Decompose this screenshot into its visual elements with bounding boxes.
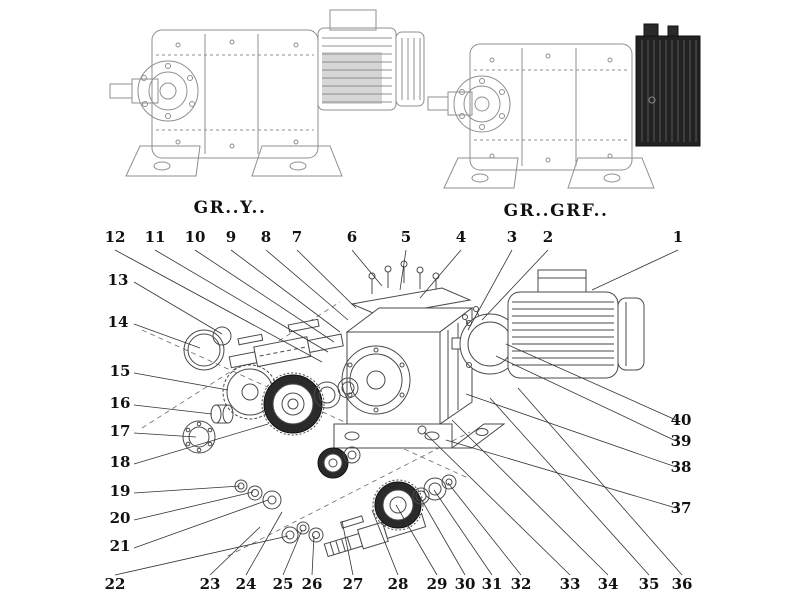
callout-36: 36: [671, 575, 693, 593]
motor-assembly: [451, 269, 645, 379]
callout-21: 21: [109, 537, 131, 555]
callout-2: 2: [542, 228, 554, 246]
gear-small-dark: [317, 446, 361, 479]
callout-1: 1: [672, 228, 684, 246]
callout-5: 5: [400, 228, 412, 246]
callout-18: 18: [109, 453, 131, 471]
callout-13: 13: [107, 271, 129, 289]
shaft-end-cap: [212, 326, 232, 346]
callout-14: 14: [107, 313, 129, 331]
callout-40: 40: [670, 411, 692, 429]
bearing-front: [182, 420, 216, 454]
callout-27: 27: [342, 575, 364, 593]
callout-25: 25: [272, 575, 294, 593]
spacer-sleeve: [210, 404, 234, 424]
gear-large-dark: [261, 372, 325, 436]
callout-22: 22: [104, 575, 126, 593]
cover-bolts: [368, 260, 440, 295]
title-gr-y: GR..Y..: [193, 198, 267, 218]
input-shaft: [228, 318, 344, 369]
callout-15: 15: [109, 362, 131, 380]
leader-lines: [114, 249, 683, 576]
callout-23: 23: [199, 575, 221, 593]
callout-16: 16: [109, 394, 131, 412]
callout-20: 20: [109, 509, 131, 527]
callout-19: 19: [109, 482, 131, 500]
callout-9: 9: [225, 228, 237, 246]
callout-11: 11: [144, 228, 166, 246]
washers-and-pinion: [234, 479, 324, 544]
callout-10: 10: [184, 228, 206, 246]
callout-33: 33: [559, 575, 581, 593]
callout-12: 12: [104, 228, 126, 246]
callout-8: 8: [260, 228, 272, 246]
callout-39: 39: [670, 432, 692, 450]
callout-7: 7: [291, 228, 303, 246]
exploded-assembly: [182, 260, 645, 558]
callout-38: 38: [670, 458, 692, 476]
callout-6: 6: [346, 228, 358, 246]
output-rings: [412, 474, 457, 505]
gear-output-dark: [372, 479, 424, 531]
ring-mid: [337, 377, 359, 399]
callout-17: 17: [109, 422, 131, 440]
callout-4: 4: [455, 228, 467, 246]
callout-24: 24: [235, 575, 257, 593]
callout-37: 37: [670, 499, 692, 517]
bearing-mid: [313, 381, 341, 409]
gear-housing: [333, 307, 506, 449]
callout-30: 30: [454, 575, 476, 593]
title-gr-grf: GR..GRF..: [503, 201, 609, 221]
callout-3: 3: [506, 228, 518, 246]
seal-ring: [183, 329, 225, 371]
callout-32: 32: [510, 575, 532, 593]
drawing-gr-grf: [427, 23, 701, 189]
callout-34: 34: [597, 575, 619, 593]
callout-26: 26: [301, 575, 323, 593]
drawing-gr-y: [109, 9, 425, 177]
callout-28: 28: [387, 575, 409, 593]
callout-31: 31: [481, 575, 503, 593]
callout-29: 29: [426, 575, 448, 593]
callout-35: 35: [638, 575, 660, 593]
